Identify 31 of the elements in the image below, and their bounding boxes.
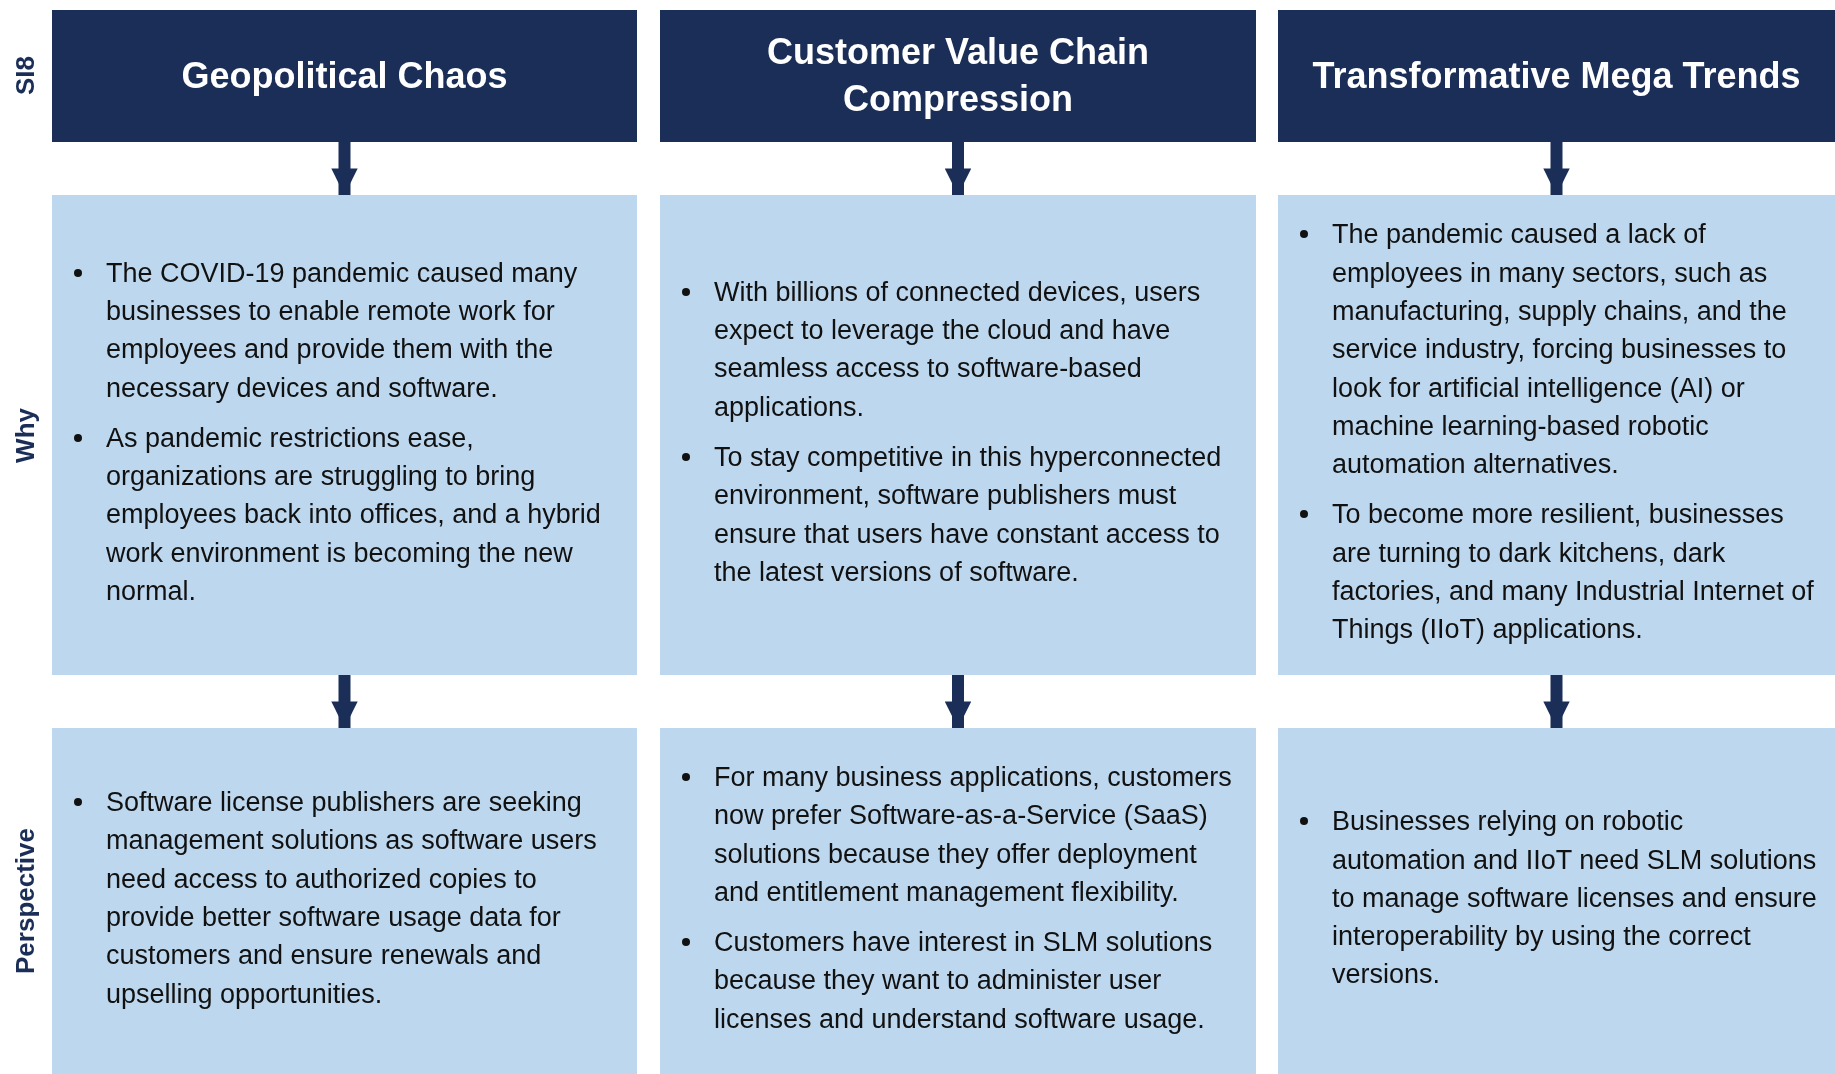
content-panel (52, 195, 637, 675)
arrow (1543, 675, 1570, 728)
row-label: Perspective (10, 828, 41, 974)
row-label: SI8 (10, 56, 41, 96)
content-panel (660, 728, 1256, 1074)
bullet-text: Software license publishers are seeking management solutions as software users need access to authorized copies to provide better software usage data for customers and ensure renewals and upselling opportunities. (106, 783, 623, 1013)
content-panel (52, 728, 637, 1074)
content-panel (660, 195, 1256, 675)
arrow (944, 142, 972, 195)
arrow (331, 142, 358, 195)
header-box (1278, 10, 1835, 142)
header-box (52, 10, 637, 142)
arrow (1543, 142, 1570, 195)
bullet-text: The pandemic caused a lack of employees in many sectors, such as manufacturing, supply chains, and the service industry, forcing businesses to look for artificial intelligence (AI) or machine learning-based robotic automation alternatives. (1332, 215, 1821, 484)
header-title: Transformative Mega Trends (1312, 53, 1801, 98)
content-panel (1278, 728, 1835, 1074)
header-title: Geopolitical Chaos (181, 53, 508, 98)
bullet-text: To stay competitive in this hyperconnected environment, software publishers must ensure that users have constant access to the latest versions of software. (714, 438, 1242, 592)
bullet-text: Customers have interest in SLM solutions because they want to administer user licenses and understand software usage. (714, 923, 1242, 1039)
bullet-text: As pandemic restrictions ease, organizations are struggling to bring employees back into offices, and a hybrid work environment is becoming the new normal. (106, 418, 623, 611)
row-label: Why (10, 407, 41, 463)
header-title: Customer Value Chain Compression (765, 30, 1151, 121)
bullet-text: For many business applications, customers now prefer Software-as-a-Service (SaaS) solutions because they offer deployment and entitlement management flexibility. (714, 757, 1242, 912)
bullet-text: To become more resilient, businesses are turning to dark kitchens, dark factories, and many Industrial Internet of Things (IIoT) applications. (1332, 495, 1821, 649)
header-box (660, 10, 1256, 142)
bullet-text: With billions of connected devices, users expect to leverage the cloud and have seamless access to software-based applications. (714, 272, 1242, 426)
bullet-text: The COVID-19 pandemic caused many businesses to enable remote work for employees and provide them with the necessary devices and software. (106, 253, 623, 407)
arrow (944, 675, 972, 728)
bullet-text: Businesses relying on robotic automation and IIoT need SLM solutions to manage software licenses and ensure interoperability by using the correct versions. (1332, 802, 1821, 994)
arrow (331, 675, 358, 728)
content-panel (1278, 195, 1835, 675)
